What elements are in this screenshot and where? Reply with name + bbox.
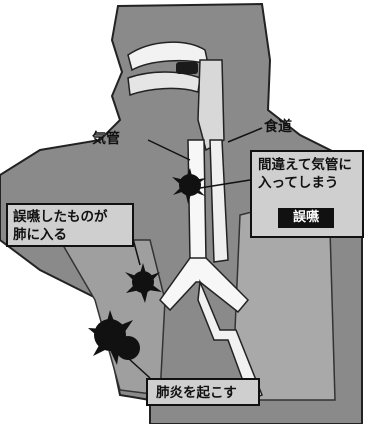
trachea-label: 気管 — [92, 132, 120, 146]
wrong-way-line1: 間違えて気管に — [258, 156, 352, 174]
trachea-tube — [188, 140, 206, 260]
wrong-way-line2: 入ってしまう — [258, 174, 338, 192]
esophagus-label: 食道 — [264, 120, 292, 134]
aspiration-badge: 誤嚥 — [278, 208, 334, 228]
pneumonia-callout: 肺炎を起こす — [146, 378, 260, 406]
wrong-way-callout: 間違えて気管に 入ってしまう 誤嚥 — [250, 150, 364, 238]
into-lungs-line1: 誤嚥したものが — [13, 208, 108, 226]
pneumonia-text: 肺炎を起こす — [156, 384, 237, 402]
pharynx — [198, 60, 224, 150]
into-lungs-line2: 肺に入る — [13, 226, 67, 244]
into-lungs-callout: 誤嚥したものが 肺に入る — [6, 203, 134, 247]
